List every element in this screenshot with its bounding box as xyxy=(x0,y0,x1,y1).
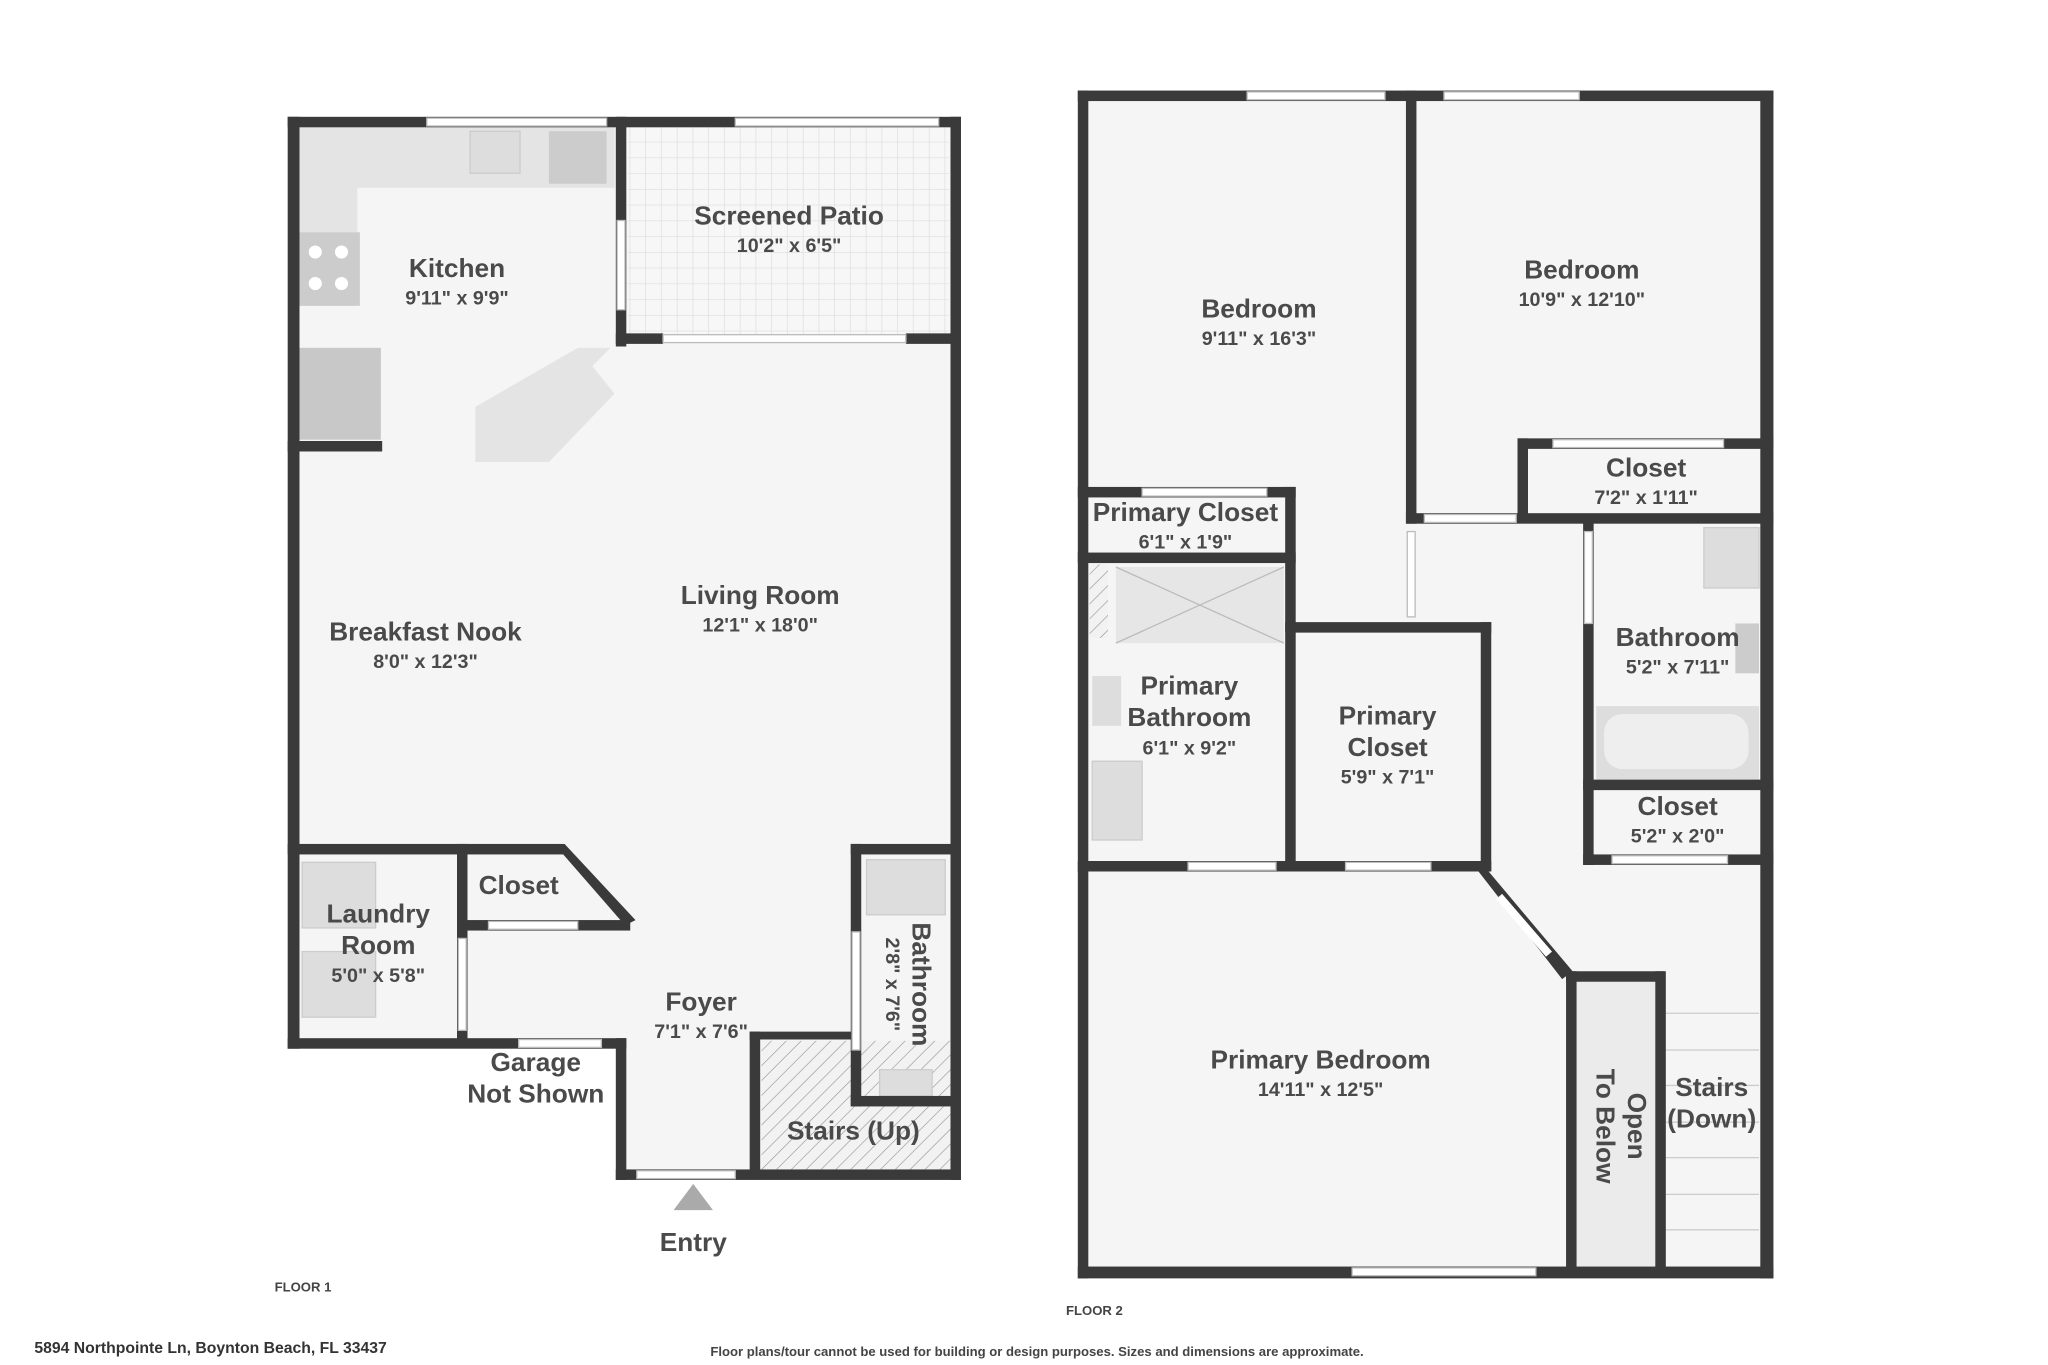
kitchen-label: Kitchen xyxy=(409,253,505,283)
washer-icon xyxy=(301,950,377,1018)
breakfast-nook-dims: 8'0" x 12'3" xyxy=(373,651,478,673)
bathroom-dims: 2'8" x 7'6" xyxy=(881,938,903,1032)
patio-opening xyxy=(662,334,907,344)
primary-closet-2-dims: 5'9" x 7'1" xyxy=(1341,767,1435,789)
primary-closet-door[interactable] xyxy=(1344,861,1432,871)
kitchen-dims: 9'11" x 9'9" xyxy=(405,288,509,310)
laundry-door[interactable] xyxy=(457,937,467,1031)
entry-arrow-icon xyxy=(673,1183,713,1211)
window xyxy=(426,117,608,127)
patio-tiles xyxy=(627,127,950,338)
primary-bedroom-door[interactable] xyxy=(1496,893,1552,957)
primary-bathroom-dims: 6'1" x 9'2" xyxy=(1143,738,1237,760)
floor-2-label: FLOOR 2 xyxy=(1066,1303,1123,1318)
living-room-label: Living Room xyxy=(681,580,840,610)
garage-door[interactable] xyxy=(518,1038,603,1049)
refrigerator-icon xyxy=(299,347,381,440)
bedroom-2-dims: 10'9" x 12'10" xyxy=(1519,289,1645,311)
kitchen-island xyxy=(475,347,615,462)
closet-label: Closet xyxy=(1606,452,1686,482)
toilet-icon xyxy=(1092,675,1122,726)
primary-bedroom-label: Primary Bedroom xyxy=(1210,1044,1430,1074)
bathroom-door[interactable] xyxy=(851,931,861,1051)
stairs-down-label: Stairs xyxy=(1675,1072,1748,1102)
breakfast-nook-label: Breakfast Nook xyxy=(329,617,522,647)
stairs-treads xyxy=(1664,1012,1759,1231)
dishwasher-icon xyxy=(548,131,607,184)
floor-2-plan: Bedroom 9'11" x 16'3" Bedroom 10'9" x 12… xyxy=(1066,90,1774,1318)
garage-label-2: Not Shown xyxy=(467,1079,604,1109)
window xyxy=(616,219,626,311)
foyer-dims: 7'1" x 7'6" xyxy=(654,1021,748,1043)
closet-door[interactable] xyxy=(1611,855,1729,865)
stove-icon xyxy=(299,232,360,306)
patio-label: Screened Patio xyxy=(694,200,884,230)
stairs-down-label-2: (Down) xyxy=(1667,1103,1756,1133)
primary-bathroom-label: Primary xyxy=(1140,670,1238,700)
closet-label: Closet xyxy=(479,870,559,900)
closet-2-dims: 5'2" x 2'0" xyxy=(1631,826,1725,848)
window xyxy=(1443,91,1580,101)
open-to-below-area xyxy=(1575,981,1657,1268)
foyer-label: Foyer xyxy=(665,987,736,1017)
bedroom-1-dims: 9'11" x 16'3" xyxy=(1202,328,1316,350)
disclaimer: Floor plans/tour cannot be used for buil… xyxy=(710,1344,1363,1359)
toilet-icon xyxy=(878,1069,933,1097)
stairs-up-label: Stairs (Up) xyxy=(787,1115,920,1145)
primary-closet-door[interactable] xyxy=(1141,487,1268,497)
open-to-below-label: Open xyxy=(1622,1093,1652,1160)
bedroom-door[interactable] xyxy=(1423,513,1517,524)
primary-bedroom-dims: 14'11" x 12'5" xyxy=(1258,1079,1383,1101)
laundry-dims: 5'0" x 5'8" xyxy=(331,965,425,987)
kitchen-counter xyxy=(299,127,615,306)
primary-bathroom-door[interactable] xyxy=(1187,861,1277,871)
bathroom-dims: 5'2" x 7'11" xyxy=(1626,656,1730,678)
window xyxy=(1246,91,1386,101)
entry-label: Entry xyxy=(660,1227,728,1257)
closet-door[interactable] xyxy=(487,920,579,930)
primary-closet-label: Primary Closet xyxy=(1093,497,1279,527)
living-room-dims: 12'1" x 18'0" xyxy=(702,614,818,636)
sink-icon xyxy=(1703,526,1760,589)
primary-closet-2-label: Primary xyxy=(1339,701,1437,731)
open-to-below-label-2: To Below xyxy=(1590,1069,1620,1184)
primary-closet-dims: 6'1" x 1'9" xyxy=(1139,532,1233,554)
garage-label: Garage xyxy=(491,1047,581,1077)
window xyxy=(734,117,940,127)
sink-icon xyxy=(469,130,521,174)
bathroom-label: Bathroom xyxy=(1616,622,1740,652)
bathroom-label: Bathroom xyxy=(906,922,936,1046)
laundry-label: Laundry xyxy=(326,899,430,929)
primary-bathroom-label-2: Bathroom xyxy=(1127,702,1251,732)
primary-closet-2-label-2: Closet xyxy=(1347,732,1427,762)
sink-icon xyxy=(1091,760,1143,841)
bathroom-door[interactable] xyxy=(1583,530,1593,625)
floor-1-label: FLOOR 1 xyxy=(275,1280,332,1295)
address: 5894 Northpointe Ln, Boynton Beach, FL 3… xyxy=(34,1340,387,1357)
closet-2-label: Closet xyxy=(1638,791,1718,821)
entry-door[interactable] xyxy=(636,1170,736,1180)
bedroom-door[interactable] xyxy=(1406,530,1416,618)
bedroom-2-label: Bedroom xyxy=(1524,254,1639,284)
patio-dims: 10'2" x 6'5" xyxy=(737,235,842,257)
floor-1-plan: Kitchen 9'11" x 9'9" Screened Patio 10'2… xyxy=(275,116,961,1295)
laundry-label-2: Room xyxy=(341,930,415,960)
dryer-icon xyxy=(301,861,377,929)
window xyxy=(1351,1267,1537,1277)
bedroom-1-label: Bedroom xyxy=(1201,294,1316,324)
closet-door[interactable] xyxy=(1552,439,1725,449)
bathroom-sink-icon xyxy=(865,859,946,916)
closet-dims: 7'2" x 1'11" xyxy=(1594,487,1698,509)
toilet-icon xyxy=(1735,623,1759,674)
